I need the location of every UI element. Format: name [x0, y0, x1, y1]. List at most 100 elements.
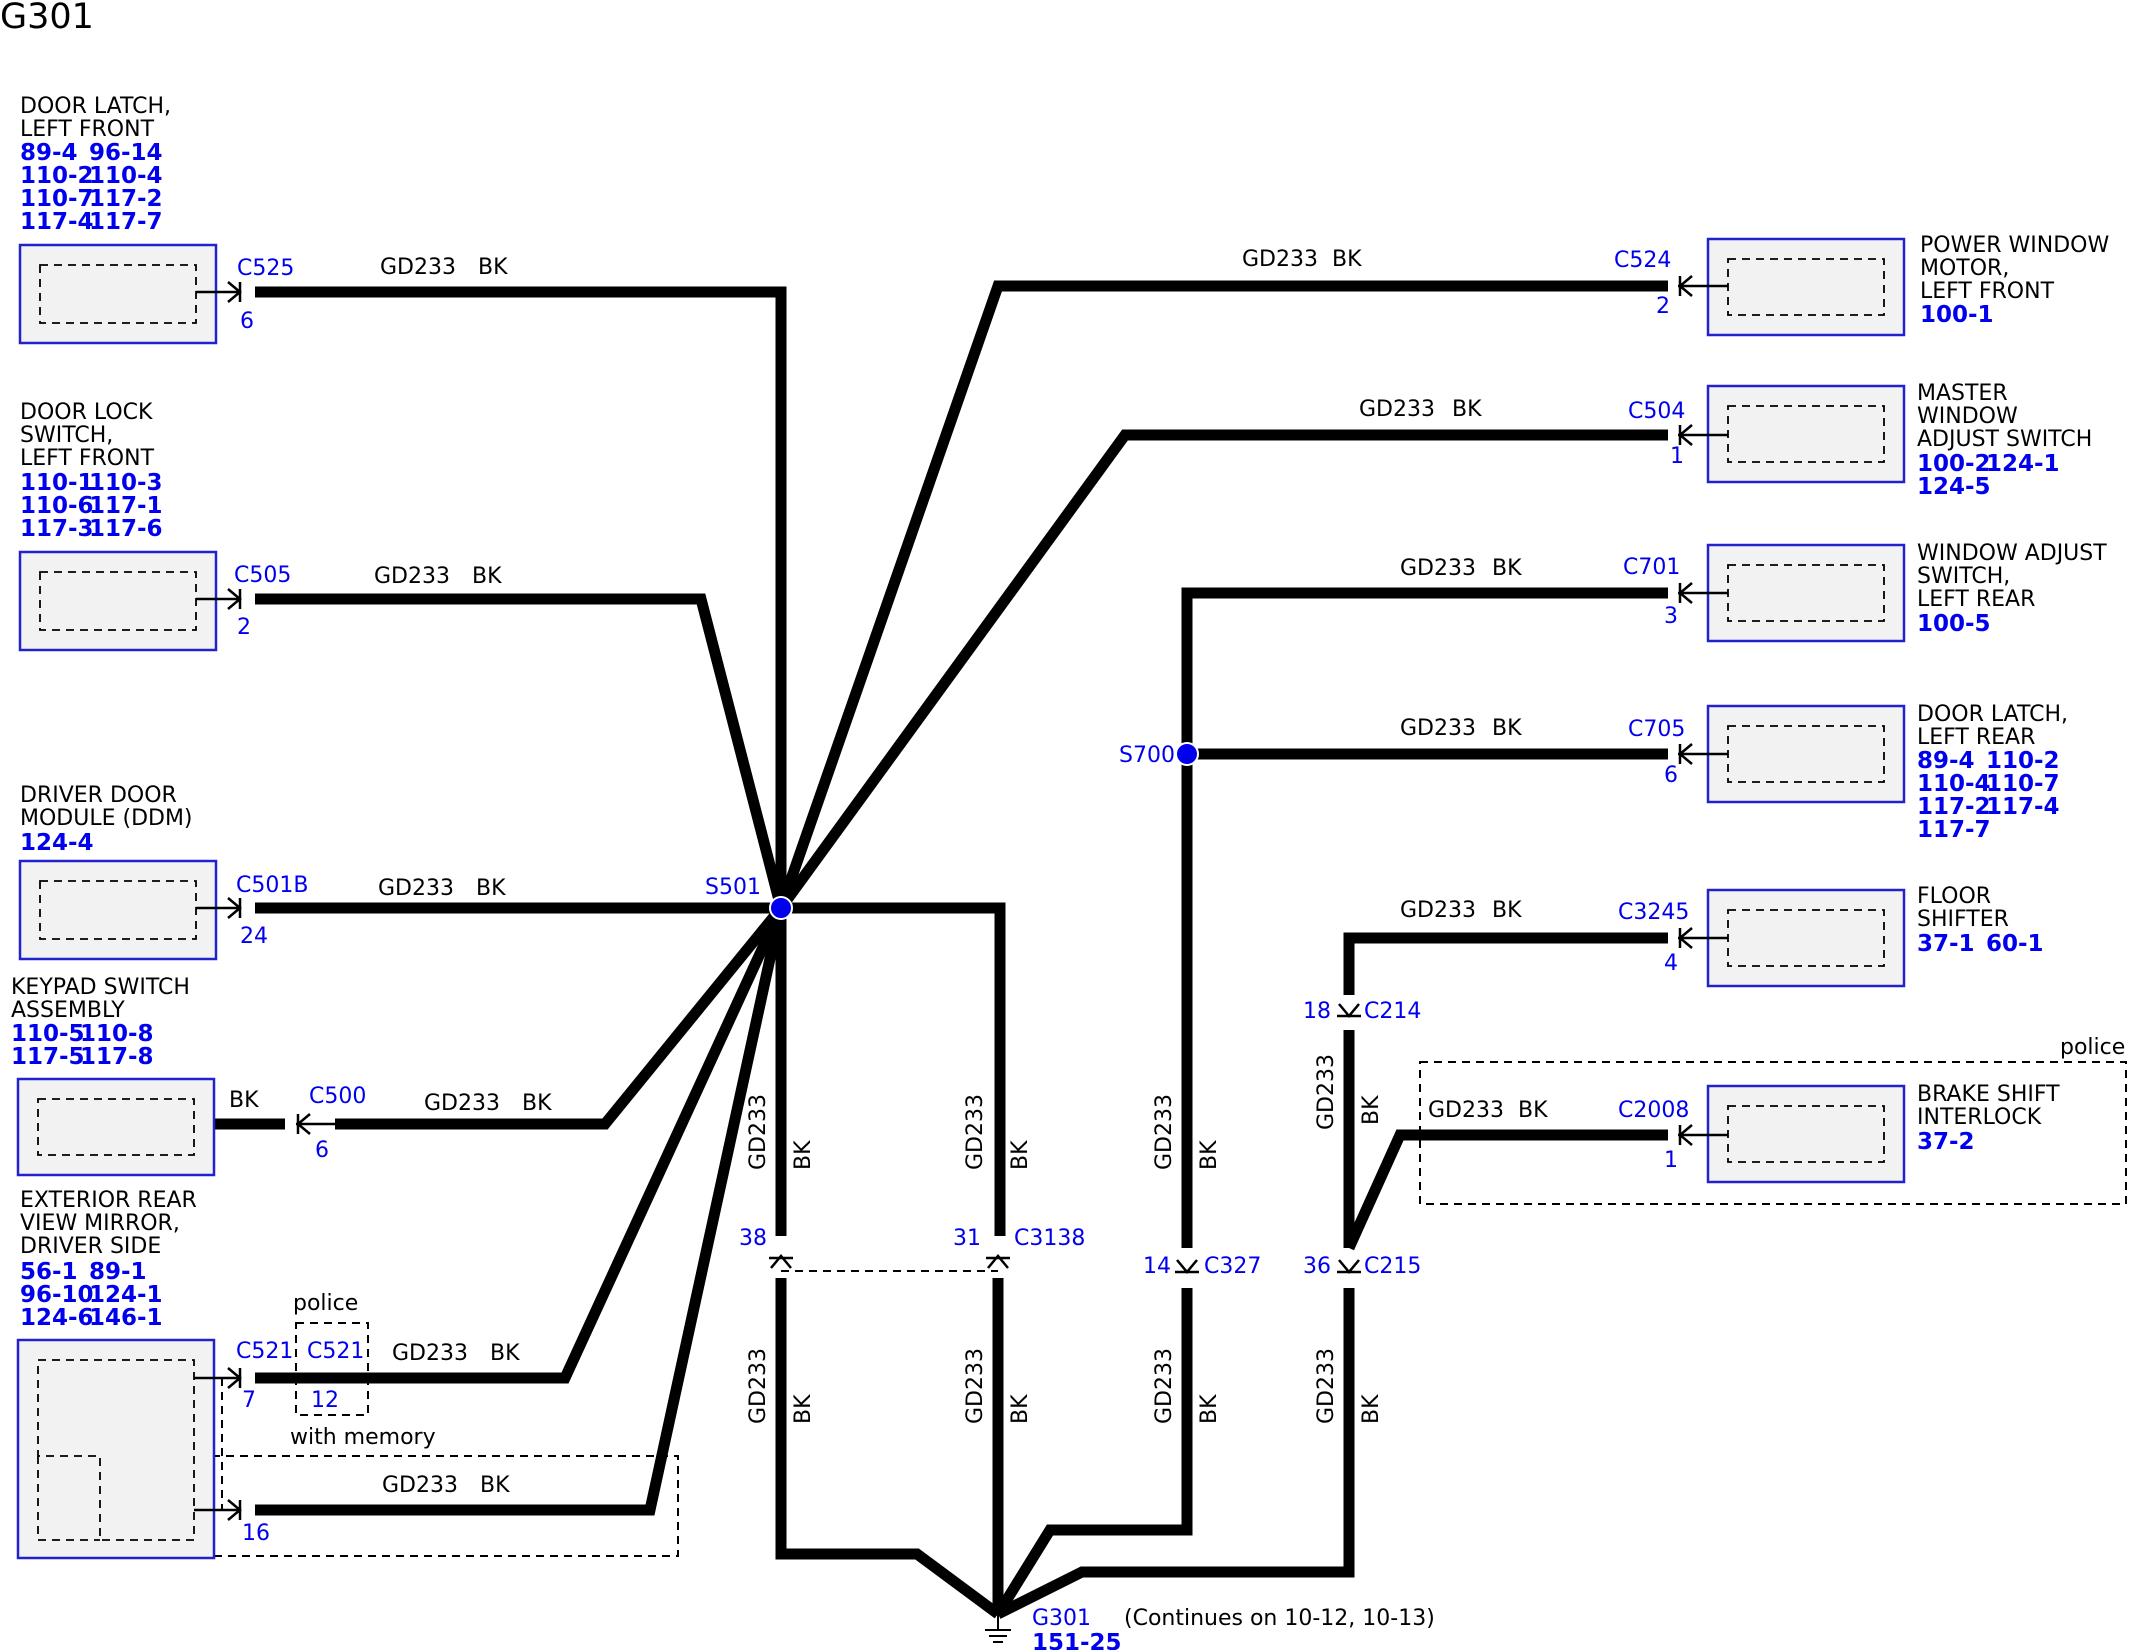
component-name-line: LEFT FRONT — [20, 117, 155, 142]
pin-number: 1 — [1670, 444, 1684, 469]
splice-s700-label: S700 — [1119, 743, 1175, 768]
wire-circuit-label: GD233 — [424, 1091, 500, 1116]
pin-number: 7 — [242, 1388, 256, 1413]
wire-c501b — [255, 902, 1006, 1236]
splice-s501-label: S501 — [705, 875, 761, 900]
component-name-line: DRIVER DOOR — [20, 783, 177, 808]
component-box — [1706, 1084, 1906, 1184]
component-inner-outline — [39, 571, 197, 631]
component-name-line: POWER WINDOW — [1920, 233, 2109, 258]
svg-text:89-4110-2110-4110-7117-2117-41: 89-4110-2110-4110-7117-2117-4117-7 — [1917, 748, 2060, 843]
police-note: police — [2060, 1035, 2125, 1060]
ref-link: 124-1 — [89, 1282, 163, 1308]
component-name-line: LEFT REAR — [1917, 587, 2035, 612]
ref-link: 96-14 — [89, 140, 163, 166]
wire-38-ground — [775, 1278, 1002, 1619]
component-name-line: SWITCH, — [1917, 564, 2010, 589]
connector-label: C505 — [234, 563, 291, 588]
wire-circuit-label: GD233 — [1152, 1094, 1177, 1170]
ref-link: 117-2 — [1917, 794, 1991, 820]
component-name-line: ASSEMBLY — [11, 998, 125, 1023]
ref-link: 117-3 — [20, 516, 94, 542]
wire-color-label: BK — [791, 1140, 816, 1170]
svg-text:DOOR LATCH,LEFT FRONT: DOOR LATCH,LEFT FRONT — [20, 94, 171, 142]
wire-color-label: BK — [791, 1394, 816, 1424]
wire-labels: GD233 BK GD233 BK GD233 BK GD233 BK GD23… — [374, 247, 1548, 1498]
connector-label: C2008 — [1618, 1098, 1689, 1123]
pin-number: 18 — [1303, 999, 1331, 1024]
pin-number: 6 — [315, 1138, 329, 1163]
svg-text:100-1: 100-1 — [1920, 302, 1994, 328]
ref-link: 110-8 — [80, 1021, 154, 1047]
component-name-line: ADJUST SWITCH — [1917, 427, 2092, 452]
pin-number-2: 16 — [242, 1521, 270, 1546]
wire-color-label: BK — [1197, 1394, 1222, 1424]
component-name-line: EXTERIOR REAR — [20, 1188, 197, 1213]
wire-color-label: BK — [1332, 247, 1362, 272]
component-name-line: INTERLOCK — [1917, 1105, 2042, 1130]
pin-arrow — [1678, 582, 1728, 604]
component-inner-outline-2 — [37, 1456, 100, 1541]
wire-color-label: BK — [1359, 1394, 1384, 1424]
wire-color-label: BK — [1492, 556, 1522, 581]
component-box — [18, 550, 218, 652]
connector-label: C705 — [1628, 717, 1685, 742]
svg-text:124-4: 124-4 — [20, 830, 94, 856]
pin-number: 4 — [1664, 951, 1678, 976]
inline-connector-mark — [986, 1254, 1010, 1269]
pin-arrow — [1678, 927, 1728, 949]
component-inner-outline — [37, 1098, 195, 1156]
ref-link: 100-2 — [1917, 451, 1991, 477]
ref-link: 117-8 — [80, 1044, 154, 1070]
component-name-line: DOOR LATCH, — [20, 94, 171, 119]
component-name-line: SHIFTER — [1917, 907, 2009, 932]
component-box — [18, 859, 218, 961]
wire-c701 — [1181, 587, 1668, 1248]
wire-circuit-label: GD233 — [746, 1348, 771, 1424]
component-box — [18, 243, 218, 345]
wire-color-label: BK — [478, 255, 508, 280]
component-name-line: LEFT FRONT — [20, 446, 155, 471]
ground-icon — [985, 1614, 1011, 1643]
connector-label: C327 — [1204, 1254, 1261, 1279]
component-box — [16, 1338, 216, 1560]
wire-c525 — [255, 286, 787, 908]
connector-label: C525 — [237, 256, 294, 281]
inline-pin-number: 12 — [311, 1388, 339, 1413]
connector-label: C215 — [1364, 1254, 1421, 1279]
inline-connector-mark — [1337, 1259, 1361, 1274]
component-box — [1706, 888, 1906, 988]
ref-link: 146-1 — [89, 1305, 163, 1331]
wire-color-label: BK — [480, 1473, 510, 1498]
ref-link: 117-5 — [11, 1044, 85, 1070]
ref-link: 110-1 — [20, 470, 94, 496]
ground-label: G301 — [1032, 1606, 1091, 1631]
wire-c521-pin16 — [255, 906, 787, 1516]
wire-color-label: BK — [476, 876, 506, 901]
component-name-line: BRAKE SHIFT — [1917, 1082, 2060, 1107]
pin-number: 38 — [739, 1226, 767, 1251]
wire-color-label: BK — [1008, 1140, 1033, 1170]
wire-color-label: BK — [1518, 1098, 1548, 1123]
ref-link: 124-1 — [1986, 451, 2060, 477]
inline-connector-mark — [1175, 1259, 1199, 1274]
ref-link: 100-5 — [1917, 611, 1991, 637]
wire-circuit-label: GD233 — [1400, 556, 1476, 581]
component-name-line: LEFT FRONT — [1920, 279, 2055, 304]
wires — [215, 280, 1668, 1619]
wire-c524 — [775, 280, 1668, 910]
connector-label: C501B — [236, 873, 308, 898]
